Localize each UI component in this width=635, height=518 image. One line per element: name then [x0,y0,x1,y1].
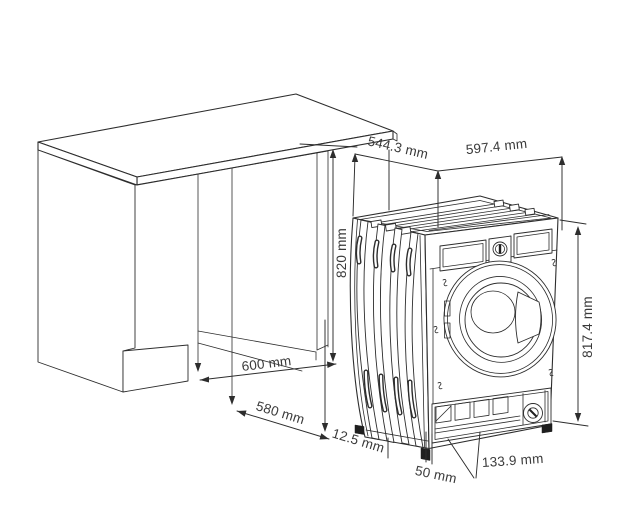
dim-niche-height: 820 mm [299,143,358,362]
plinth-vent [492,396,509,416]
dimension-arrow [558,156,566,165]
dim-label-niche-depth: 580 mm [254,398,306,427]
washer-foot [354,424,365,435]
dim-niche-width: 600 mm [194,353,337,383]
dimension-arrow [351,153,359,162]
front-screws [433,259,557,390]
dim-machine-height: 817.4 mm [552,219,595,427]
dim-label-machine-height: 817.4 mm [580,296,595,358]
door-handle [515,291,542,344]
dim-label-machine-width: 597.4 mm [465,136,528,157]
cabinet-right-panel-base [316,344,329,351]
washer-foot [541,423,553,434]
dim-niche-depth: 580 mm [228,319,330,440]
top-rail-cleat [509,203,520,212]
dimension-arrow [237,410,247,417]
plinth-vent [454,401,471,421]
dimension-arrow [319,433,329,440]
dim-label-niche-depth-top: 544.3 mm [366,133,429,161]
door-hinge-plate [444,300,451,317]
dimension-arrow [194,363,202,372]
dim-label-niche-height: 820 mm [334,228,349,278]
side-rib [372,223,395,443]
cabinet-toe-kick [122,344,189,393]
washer-foot [420,447,431,461]
niche-floor-back-edge [197,330,317,353]
dim-plinth-height: 133.9 mm [447,431,544,479]
washer-side-ribs [354,219,429,448]
plinth-vent [435,404,452,424]
dim-label-plinth-recess: 50 mm [414,463,458,486]
washer-plinth [354,387,553,461]
cabinet-front-top-rail [134,150,329,186]
side-vent-slots [355,235,417,419]
top-rail-cleat [493,199,505,208]
dimension-arrow [327,361,336,368]
cabinet-end-panel [37,149,136,393]
control-recess-panel [513,228,553,259]
dim-machine-width: 597.4 mm [437,136,566,231]
dimension-arrow [228,396,236,405]
top-rail-cleat [524,207,536,216]
washer-drawing [349,195,559,461]
dim-label-plinth-height: 133.9 mm [481,451,544,470]
door-hinge-plate [444,322,451,339]
dimension-arrow [574,226,582,235]
cabinet-drawing [37,93,398,404]
dimension-arrow [321,423,329,432]
dimension-arrow [329,149,337,158]
plinth-vent [473,398,490,418]
niche-floor-front-edge [197,342,303,372]
dim-label-niche-width: 600 mm [241,353,292,374]
worktop-end-cap [392,130,398,142]
dimension-arrow [329,353,337,362]
washer-control-band [429,228,558,272]
dimension-arrow [434,170,442,179]
dimension-arrow [574,413,582,422]
dimension-arrow [200,376,209,383]
side-rib [356,219,380,440]
door-glass-highlight [470,290,516,334]
